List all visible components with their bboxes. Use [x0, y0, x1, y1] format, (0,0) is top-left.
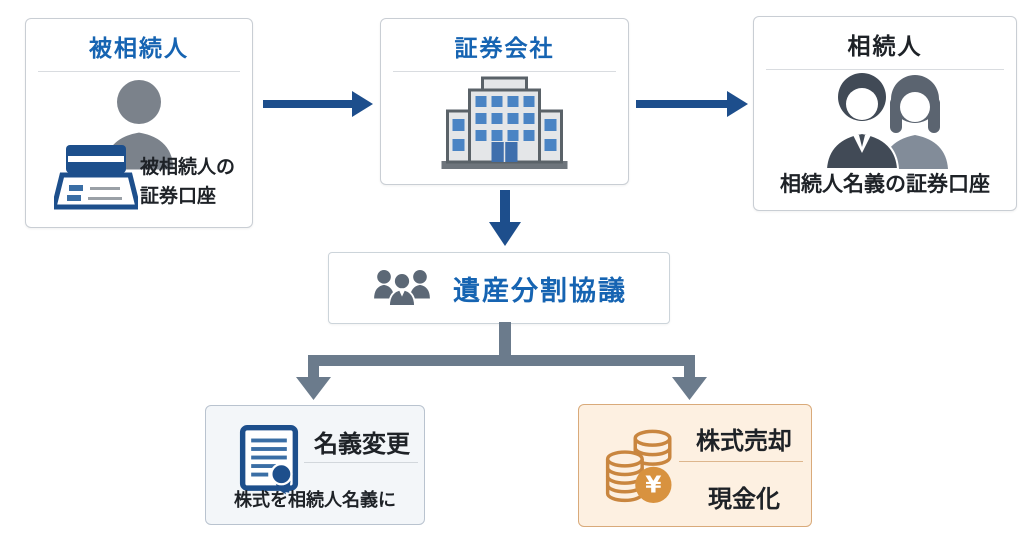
deceased-caption-line1: 被相続人の: [140, 157, 236, 178]
yen-symbol: ¥: [645, 472, 661, 499]
divider: [766, 69, 1004, 70]
discussion-label: 遺産分割協議: [453, 275, 627, 306]
cash-out-caption: 現金化: [708, 486, 780, 513]
cash-out-title: 株式売却: [696, 428, 792, 455]
name-change-box: 名義変更 株式を相続人名義に: [205, 405, 425, 525]
divider: [38, 71, 240, 72]
divider: [393, 71, 616, 72]
couple-icon: [824, 73, 948, 169]
deceased-caption-line2: 証券口座: [140, 185, 217, 207]
heirs-caption: 相続人名義の証券口座: [780, 173, 990, 196]
name-change-caption: 株式を相続人名義に: [234, 490, 396, 510]
document-certificate-icon: [239, 424, 299, 495]
cash-out-box: ¥ 株式売却 現金化: [578, 404, 812, 527]
passbook-icon: [54, 145, 138, 210]
yen-coins-icon: ¥: [605, 429, 672, 503]
building-icon: [441, 76, 568, 169]
branch-discussion-to-options: [296, 322, 707, 400]
divider: [304, 462, 418, 463]
heirs-box: 相続人 相続人名義の証券口座: [753, 16, 1017, 211]
arrow-broker-to-heirs: [636, 91, 748, 117]
arrow-broker-to-discussion: [489, 190, 521, 246]
person-silhouette-icon: [101, 80, 177, 171]
people-group-icon: [374, 270, 430, 307]
name-change-title: 名義変更: [314, 431, 410, 458]
deceased-caption: 被相続人の 証券口座: [140, 154, 235, 211]
arrow-deceased-to-broker: [263, 91, 373, 117]
discussion-box: 遺産分割協議: [328, 252, 670, 324]
deceased-box: 被相続人 被相続人の 証券口座: [25, 18, 253, 228]
heirs-title: 相続人: [847, 33, 923, 59]
deceased-title: 被相続人: [89, 35, 189, 61]
divider: [679, 461, 803, 462]
broker-box: 証券会社: [380, 18, 629, 185]
broker-title: 証券会社: [454, 35, 555, 61]
